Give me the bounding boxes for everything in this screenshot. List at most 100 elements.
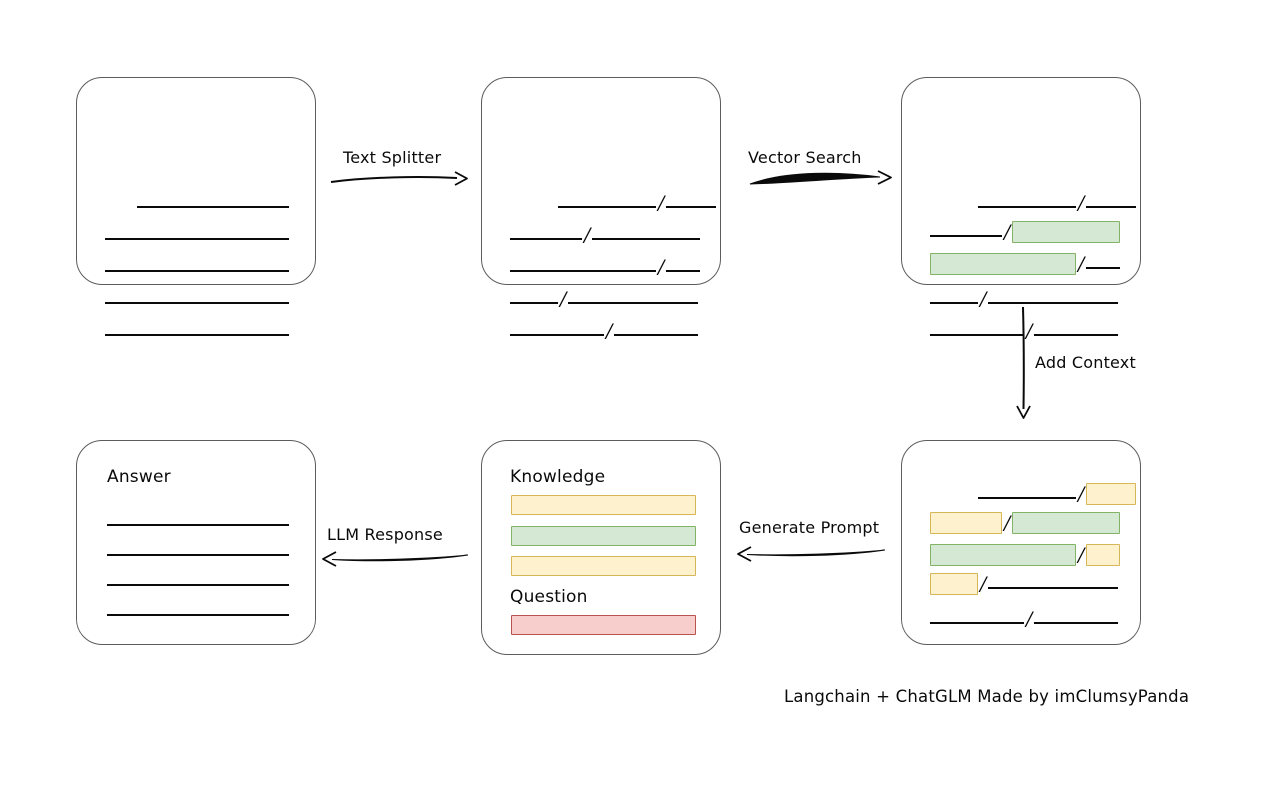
answer-document-box[interactable]: Answer (76, 440, 316, 645)
context-chunk-highlight (930, 573, 978, 595)
text-line: / (930, 479, 1137, 505)
text-line: / (930, 508, 1121, 534)
context-chunk-highlight (1086, 544, 1121, 566)
text-rule (666, 206, 717, 208)
text-rule (510, 334, 604, 336)
arrow-label-text-splitter: Text Splitter (343, 148, 442, 167)
vector-matched-lines: / / / / / (902, 78, 1140, 341)
text-rule (930, 622, 1024, 624)
text-line: / (930, 284, 1119, 310)
arrow-label-generate-prompt: Generate Prompt (739, 518, 880, 537)
text-line: / (510, 316, 699, 342)
text-rule (666, 270, 701, 272)
text-rule (107, 554, 289, 556)
split-slash: / (980, 288, 987, 310)
text-rule (1086, 267, 1121, 269)
split-slash: / (1026, 320, 1033, 342)
text-line: / (930, 188, 1137, 214)
split-slash: / (1078, 253, 1085, 275)
matched-chunk-highlight (930, 253, 1076, 275)
text-line: / (930, 316, 1119, 342)
text-rule (988, 302, 1119, 304)
source-document-lines (77, 78, 315, 336)
text-rule (1086, 206, 1137, 208)
text-line (107, 506, 289, 526)
context-chunk-highlight (930, 512, 1002, 534)
text-rule (930, 302, 978, 304)
text-rule (105, 334, 289, 336)
split-slash: / (1026, 608, 1033, 630)
split-slash: / (1078, 544, 1085, 566)
llm-response-arrow (322, 551, 469, 567)
split-slash: / (658, 256, 665, 278)
split-slash: / (1078, 192, 1085, 214)
text-line: / (930, 569, 1119, 595)
text-rule (1034, 622, 1119, 624)
context-document-lines: / / / / / (902, 441, 1140, 644)
text-rule (978, 206, 1076, 208)
text-line: / (930, 540, 1121, 566)
matched-chunk-highlight (1012, 512, 1121, 534)
split-slash: / (584, 224, 591, 246)
question-label: Question (510, 587, 588, 607)
text-rule (978, 497, 1076, 499)
split-slash: / (560, 288, 567, 310)
text-line: / (510, 284, 699, 310)
text-rule (137, 206, 289, 208)
text-line (107, 596, 289, 616)
text-rule (107, 584, 289, 586)
text-rule (614, 334, 699, 336)
arrow-label-vector-search: Vector Search (748, 148, 862, 167)
source-document-box[interactable] (76, 77, 316, 336)
vector-search-arrow (749, 170, 892, 185)
add-context-arrow (1016, 306, 1031, 419)
text-rule (510, 270, 656, 272)
text-line (105, 316, 289, 336)
text-rule (105, 302, 289, 304)
text-line: / (930, 604, 1119, 630)
text-line (107, 536, 289, 556)
text-rule (107, 524, 289, 526)
text-line: / (510, 188, 717, 213)
split-slash: / (1004, 221, 1011, 243)
matched-chunk-highlight (1012, 221, 1121, 243)
knowledge-bar (511, 495, 696, 515)
knowledge-label: Knowledge (510, 467, 606, 487)
context-document-box[interactable]: / / / / / (901, 440, 1141, 645)
diagram-caption: Langchain + ChatGLM Made by imClumsyPand… (784, 687, 1190, 706)
generate-prompt-arrow (737, 546, 886, 562)
arrow-label-llm-response: LLM Response (327, 525, 443, 544)
split-slash: / (1004, 512, 1011, 534)
split-slash: / (606, 320, 613, 342)
split-document-lines: / / / / / (482, 78, 720, 341)
text-rule (107, 614, 289, 616)
text-rule (568, 302, 699, 304)
text-line: / (930, 217, 1121, 243)
text-line (105, 220, 289, 240)
text-line: / (510, 220, 701, 246)
text-rule (930, 235, 1002, 237)
split-document-box[interactable]: / / / / / (481, 77, 721, 341)
knowledge-bar (511, 526, 696, 546)
text-rule (105, 270, 289, 272)
text-line (105, 252, 289, 272)
text-rule (1034, 334, 1119, 336)
knowledge-bar (511, 556, 696, 576)
question-bar (511, 615, 696, 635)
text-line (105, 188, 289, 208)
split-slash: / (1078, 483, 1085, 505)
prompt-document-box[interactable]: Knowledge Question (481, 440, 721, 655)
text-rule (105, 238, 289, 240)
text-rule (558, 206, 656, 208)
text-line: / (930, 249, 1121, 275)
matched-chunk-highlight (930, 544, 1076, 566)
vector-matched-document-box[interactable]: / / / / / (901, 77, 1141, 341)
text-line (107, 566, 289, 586)
text-rule (510, 302, 558, 304)
text-rule (930, 334, 1024, 336)
split-slash: / (980, 573, 987, 595)
context-chunk-highlight (1086, 483, 1137, 505)
arrow-label-add-context: Add Context (1035, 353, 1136, 372)
text-rule (592, 238, 701, 240)
text-rule (988, 587, 1119, 589)
